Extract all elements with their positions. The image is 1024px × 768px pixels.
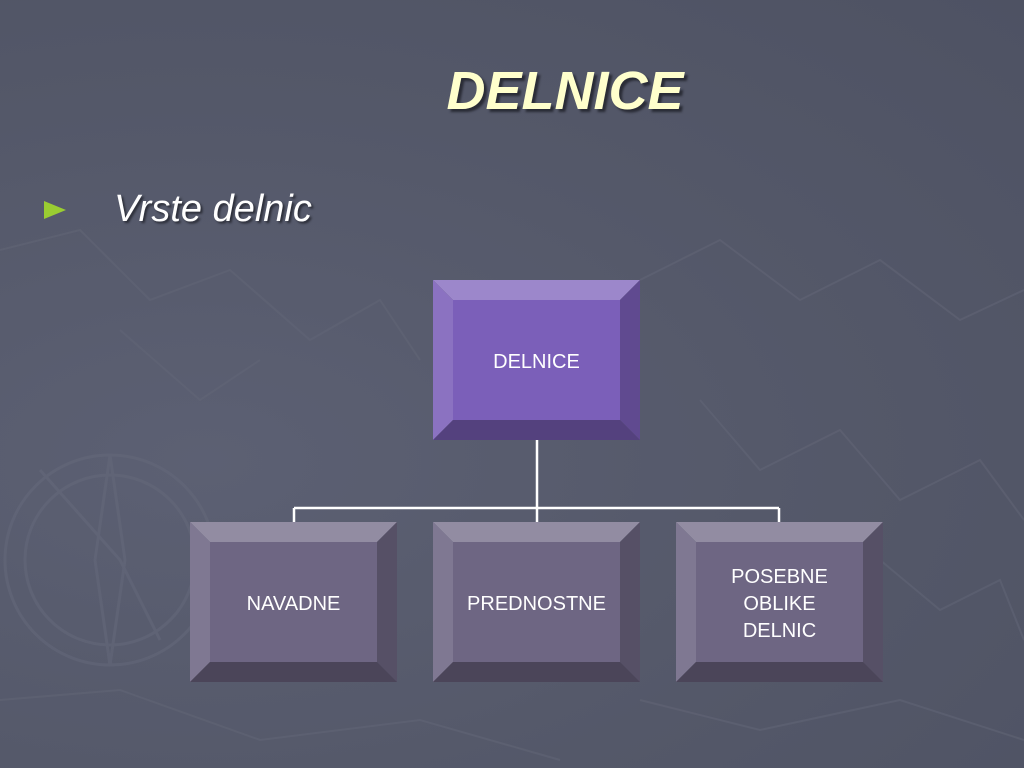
node-label: OBLIKE [743, 593, 815, 615]
child-node: POSEBNE OBLIKE DELNIC [676, 522, 883, 682]
node-label: POSEBNE [731, 566, 828, 588]
triangle-bullet-icon [44, 200, 66, 219]
connector-lines [292, 440, 781, 522]
node-label: NAVADNE [247, 593, 341, 615]
child-node: NAVADNE [190, 522, 397, 682]
node-label: DELNIC [743, 620, 816, 642]
root-node: DELNICE [433, 280, 640, 440]
slide-title: DELNICE [446, 61, 684, 121]
bullet-text: Vrste delnic [114, 188, 312, 230]
node-label: PREDNOSTNE [467, 593, 606, 615]
bullet-item: Vrste delnic [44, 188, 312, 231]
child-node: PREDNOSTNE [433, 522, 640, 682]
node-label: DELNICE [493, 351, 580, 373]
